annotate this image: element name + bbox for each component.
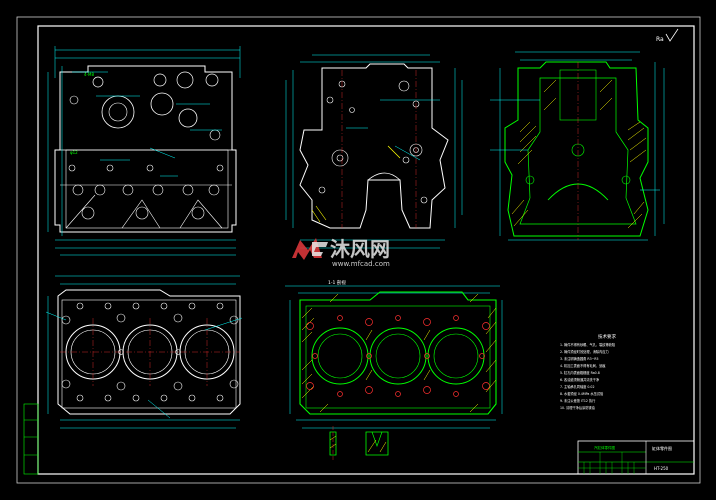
note-line: 1. 铸件不得有砂眼、气孔、裂纹等缺陷 [560, 342, 615, 347]
detail-section-a [329, 426, 337, 460]
note-line: 8. 水套须经 0.4MPa 水压试验 [560, 391, 604, 396]
note-line: 5. 缸孔内表面粗糙度 Ra0.8 [560, 370, 600, 375]
title-block-name: 汽缸体零件图 [594, 445, 615, 450]
svg-text:4-M8: 4-M8 [84, 72, 94, 77]
note-line: 10. 清理干净后涂防锈油 [560, 405, 595, 410]
outer-frame [16, 16, 701, 484]
note-line: 2. 铸件须经时效处理，消除内应力 [560, 349, 609, 354]
roughness-label: Ra [656, 36, 664, 43]
note-line: 9. 未注公差按 IT12 执行 [560, 398, 596, 403]
note-line: 4. 机加工表面不得有毛刺、划痕 [560, 363, 606, 368]
note-line: 3. 未注明铸造圆角 R3~R5 [560, 356, 599, 361]
front-view: 4-M8 φ12 [47, 46, 241, 256]
section-title: 1-1 剖视 [328, 279, 346, 286]
binding-strip [23, 403, 39, 475]
svg-text:φ12: φ12 [70, 150, 78, 155]
note-line: 6. 各油道须畅通并清洗干净 [560, 377, 600, 382]
title-block-part: 缸体零件图 [652, 445, 672, 451]
cross-section-view [490, 51, 665, 241]
inner-frame [37, 25, 695, 475]
note-line: 7. 主轴承孔同轴度 0.02 [560, 384, 594, 389]
detail-section-b [365, 431, 389, 456]
top-view [45, 275, 243, 429]
watermark-brand: 沐风网 [330, 237, 390, 261]
side-view [285, 54, 463, 249]
watermark-url: www.mfcad.com [332, 260, 390, 268]
section-1-1-view: 1-1 剖视 [285, 279, 503, 460]
watermark: 沐风网 www.mfcad.com [292, 237, 390, 268]
notes-title: 技术要求 [598, 333, 616, 340]
roughness-symbol: Ra [656, 28, 679, 43]
title-block-code: HT-250 [654, 466, 669, 471]
title-block: 汽缸体零件图 缸体零件图 HT-250 [577, 440, 695, 475]
technical-notes: 技术要求 1. 铸件不得有砂眼、气孔、裂纹等缺陷 2. 铸件须经时效处理，消除内… [560, 333, 616, 410]
mf-logo-icon [292, 238, 328, 260]
